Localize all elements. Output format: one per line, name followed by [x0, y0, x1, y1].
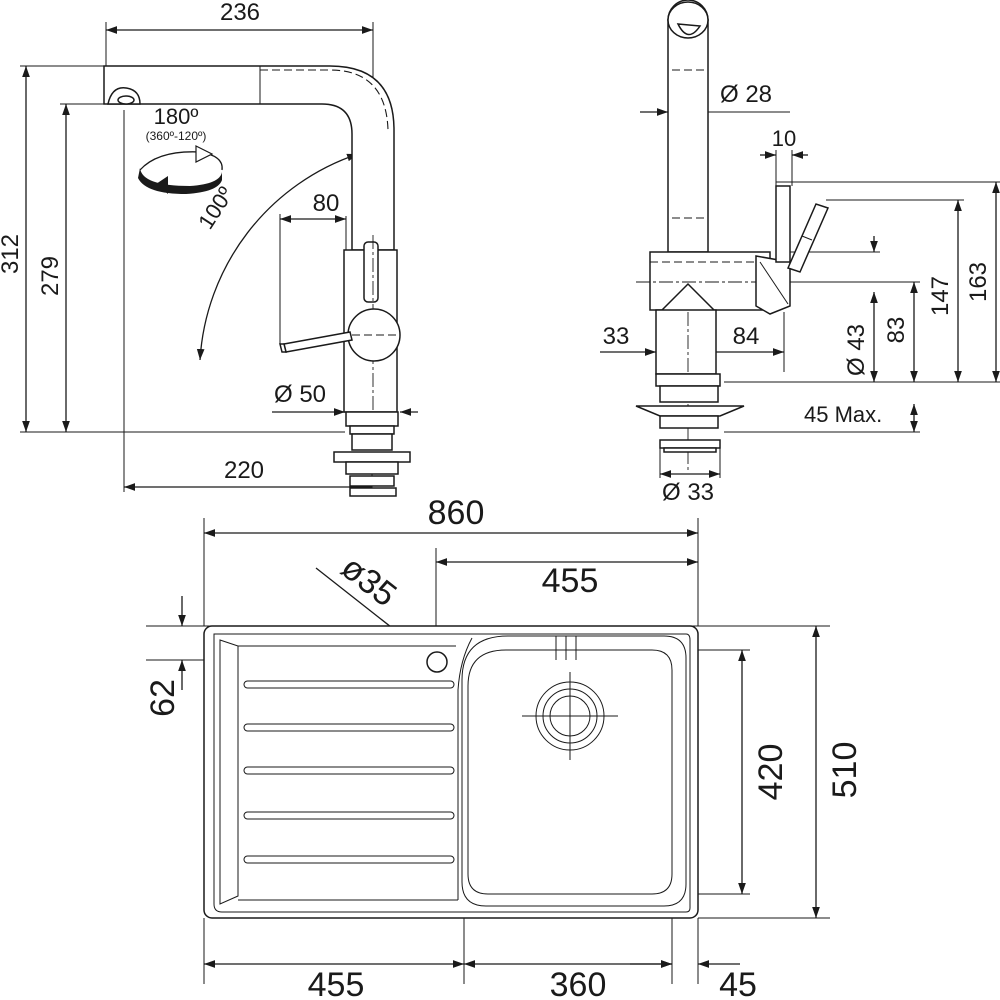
rotation-angle: 180º [154, 104, 199, 129]
dim-total-height-front: 163 [965, 262, 992, 302]
dim-shank-diameter: Ø 33 [662, 479, 714, 506]
dim-bowl-offset: 455 [542, 562, 599, 600]
dim-drainer-width: 455 [308, 966, 365, 1000]
dim-faucet-total-height: 312 [0, 234, 24, 274]
dim-tap-hole-inset: 62 [144, 679, 182, 717]
sink-plan-view: 860 455 ø35 62 420 510 455 360 45 [144, 494, 864, 1000]
dim-bowl-width: 360 [550, 966, 607, 1000]
dim-tap-hole: ø35 [334, 548, 404, 614]
dim-base-diameter: Ø 50 [274, 381, 326, 408]
dim-lever-height: 147 [927, 276, 954, 316]
rotation-range: (360º-120º) [146, 129, 207, 143]
dim-body-height: 83 [883, 317, 910, 344]
dim-body-width: 84 [733, 323, 760, 350]
dim-left-offset: 33 [603, 323, 630, 350]
dim-bowl-length: 420 [752, 744, 790, 801]
dim-reach: 220 [224, 457, 264, 484]
dim-tube-diameter: Ø 28 [720, 81, 772, 108]
dim-rim-right: 45 [719, 966, 757, 1000]
faucet-side-view: 236 312 279 180º (360º-120º) 100º 80 Ø 5… [0, 0, 418, 497]
dim-body-diameter: Ø 43 [843, 324, 870, 376]
dim-faucet-width: 236 [220, 0, 260, 26]
faucet-front-view: Ø 28 10 163 147 83 Ø 43 33 84 45 Max. Ø … [600, 0, 1000, 506]
dim-sink-overall-depth: 510 [826, 742, 864, 799]
dim-sink-overall-width: 860 [428, 494, 485, 532]
dim-lever-length: 80 [313, 190, 340, 217]
dim-spout-height: 279 [37, 256, 64, 296]
dim-deck-thickness: 45 Max. [804, 402, 882, 427]
dim-lever-width: 10 [772, 126, 796, 151]
